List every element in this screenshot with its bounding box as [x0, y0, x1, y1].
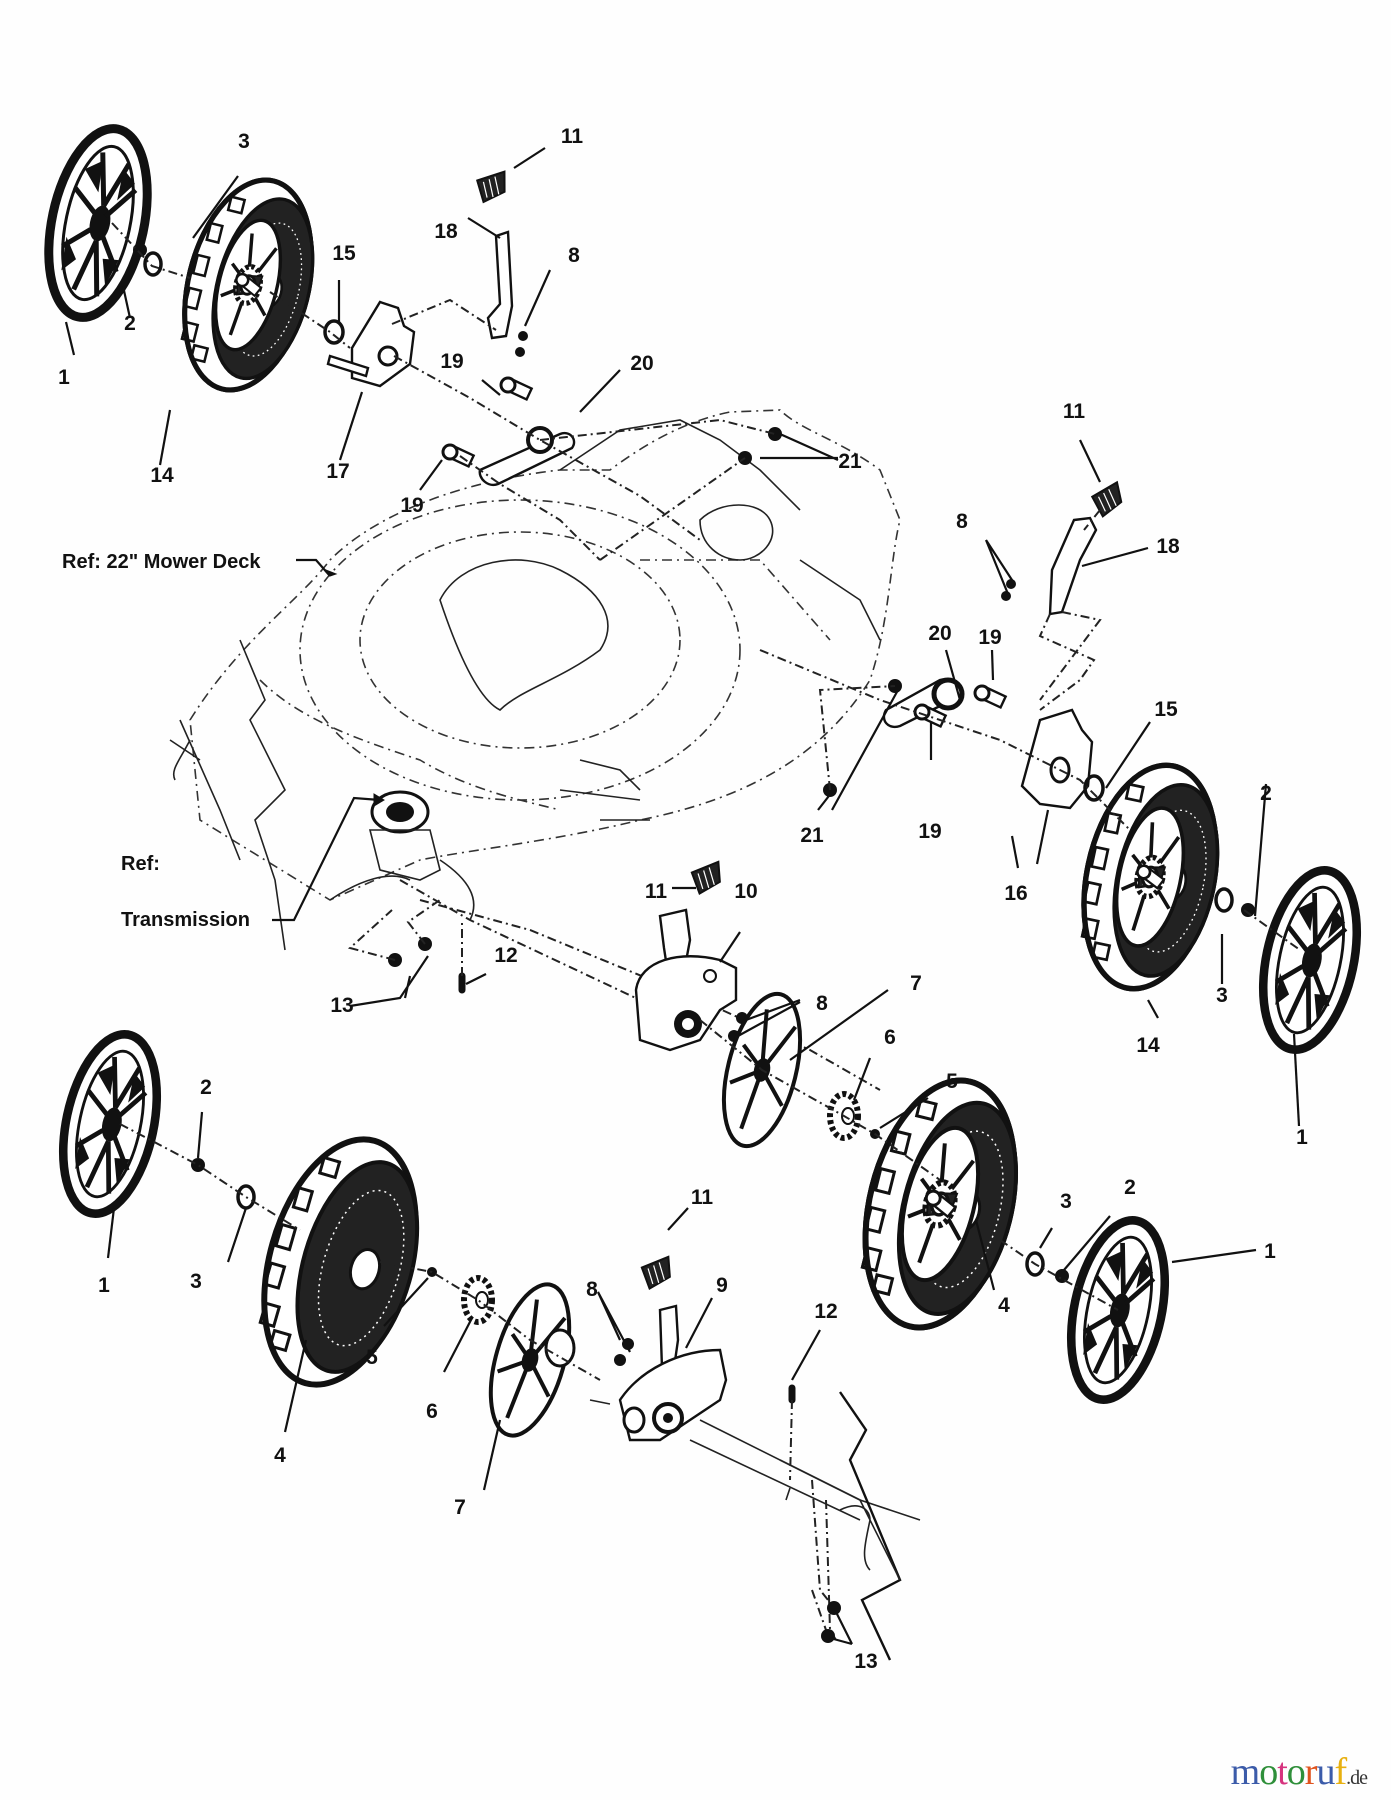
front-left-height-lever [486, 230, 514, 340]
callout-12: 12 [814, 1300, 837, 1323]
front-right-bolt-upper [973, 684, 1008, 709]
callout-19: 19 [978, 626, 1001, 649]
front-right-tire [1065, 753, 1237, 1001]
callout-2: 2 [1124, 1176, 1136, 1199]
rear-flange-nuts [821, 1601, 841, 1643]
front-left-nut [133, 243, 147, 257]
callout-2: 2 [124, 312, 136, 335]
callout-1: 1 [1296, 1126, 1308, 1149]
rear-left-pinion [464, 1278, 492, 1322]
watermark-letter: r [1304, 1751, 1318, 1793]
callout-21: 21 [800, 824, 824, 847]
callout-11: 11 [1063, 400, 1086, 423]
front-right-wire-ring [1083, 774, 1105, 802]
callout-4: 4 [274, 1444, 286, 1467]
callout-5: 5 [366, 1346, 378, 1369]
callout-8: 8 [586, 1278, 598, 1301]
callout-6: 6 [426, 1400, 438, 1423]
watermark-letter: m [1230, 1751, 1261, 1793]
front-left-axle-stub [326, 354, 370, 378]
front-right-nut [1241, 903, 1255, 917]
callout-4: 4 [998, 1294, 1010, 1317]
callout-10: 10 [734, 880, 757, 903]
callout-7: 7 [454, 1496, 466, 1519]
callout-11: 11 [645, 880, 668, 903]
callout-14: 14 [150, 464, 174, 487]
callout-21: 21 [838, 450, 862, 473]
callout-3: 3 [1060, 1190, 1072, 1213]
watermark-letter: o [1286, 1751, 1306, 1793]
callout-11: 11 [691, 1186, 714, 1209]
front-left-lever-screws [515, 331, 528, 357]
ref-transmission-label-line1: Ref: [121, 853, 160, 875]
transmission-nuts [388, 937, 432, 967]
watermark-letter: f [1334, 1751, 1347, 1793]
front-right-knob [1089, 481, 1127, 519]
callout-20: 20 [928, 622, 951, 645]
callout-13: 13 [854, 1650, 877, 1673]
ref-transmission-label-line2: Transmission [121, 909, 250, 931]
callout-20: 20 [630, 352, 653, 375]
watermark-letter: t [1277, 1751, 1288, 1793]
leader-lines [64, 147, 1301, 1646]
center-knob [689, 860, 725, 896]
callout-19: 19 [400, 494, 423, 517]
rear-left-knob [639, 1255, 675, 1291]
ref-mower-deck-label: Ref: 22" Mower Deck [62, 551, 261, 573]
front-right-hubcap [1248, 862, 1371, 1059]
center-flange-nuts [823, 679, 902, 797]
callout-19: 19 [440, 350, 463, 373]
callout-8: 8 [568, 244, 580, 267]
front-left-knob [475, 170, 509, 204]
front-right-height-lever [1048, 516, 1098, 616]
front-left-adjuster-bracket [350, 300, 416, 388]
front-left-bolt-lower [441, 443, 476, 468]
callout-6: 6 [884, 1026, 896, 1049]
callout-7: 7 [910, 972, 922, 995]
callout-19: 19 [918, 820, 941, 843]
callout-1: 1 [98, 1274, 110, 1297]
front-right-washer [1214, 887, 1234, 913]
callout-9: 9 [716, 1274, 728, 1297]
front-left-hubcap [33, 120, 163, 327]
callout-15: 15 [1154, 698, 1178, 721]
front-left-wire-ring [323, 319, 345, 345]
front-left-tire [164, 167, 333, 404]
rear-left-adjuster-plate [618, 1348, 728, 1442]
callout-13: 13 [330, 994, 353, 1017]
callout-2: 2 [1260, 782, 1272, 805]
motoruf-watermark-logo: motoruf.de [1230, 1750, 1368, 1794]
mower-deck [169, 409, 901, 951]
callout-12: 12 [494, 944, 517, 967]
watermark-letter: o [1259, 1751, 1278, 1793]
callout-3: 3 [238, 130, 250, 153]
callout-numbers: 1 2 3 14 15 17 18 11 8 19 19 20 21 11 18… [58, 125, 1308, 1673]
callout-17: 17 [326, 460, 349, 483]
rear-left-height-lever [658, 1304, 680, 1370]
callout-18: 18 [434, 220, 458, 243]
callout-8: 8 [816, 992, 828, 1015]
rear-left-washer [236, 1184, 256, 1210]
callout-18: 18 [1156, 535, 1180, 558]
front-left-washer [143, 251, 163, 277]
callout-14: 14 [1136, 1034, 1160, 1057]
callout-11: 11 [561, 125, 584, 148]
callout-3: 3 [1216, 984, 1228, 1007]
callout-2: 2 [200, 1076, 212, 1099]
callout-15: 15 [332, 242, 356, 265]
rear-left-nut [191, 1158, 205, 1172]
rear-left-hubcap [48, 1026, 171, 1223]
callout-3: 3 [190, 1270, 202, 1293]
callout-16: 16 [1004, 882, 1027, 905]
watermark-letter: u [1316, 1751, 1335, 1793]
callout-8: 8 [956, 510, 968, 533]
deck-rear-corner [839, 1391, 902, 1661]
front-left-bolt-upper [499, 376, 534, 401]
watermark-tld: .de [1346, 1767, 1368, 1789]
rear-left-tire [238, 1122, 444, 1403]
rear-right-tire [842, 1065, 1041, 1344]
callout-5: 5 [946, 1070, 958, 1093]
callout-1: 1 [58, 366, 70, 389]
callout-1: 1 [1264, 1240, 1276, 1263]
